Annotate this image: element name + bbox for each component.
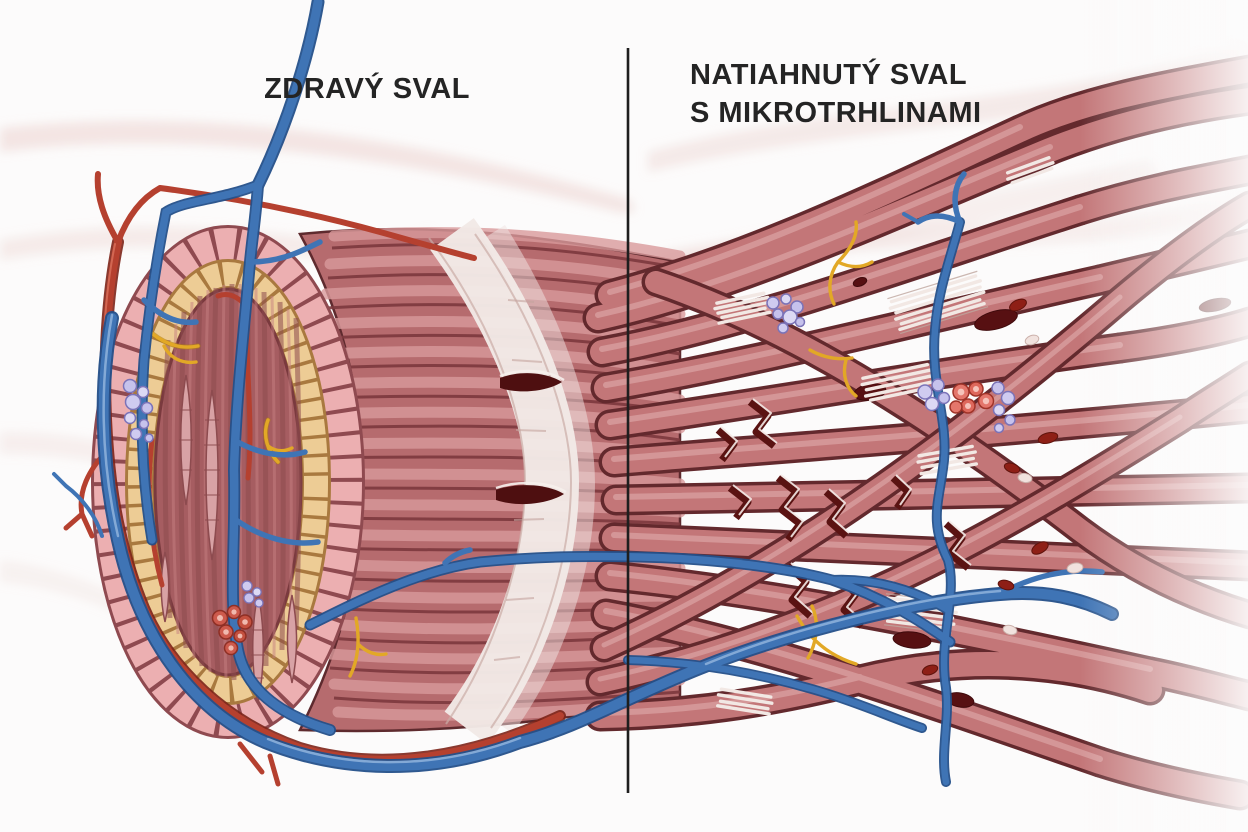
right-panel-title-line2: S MIKROTRHLINAMI [690,97,982,129]
veins [52,0,1119,787]
scattered-red-blood-cells [921,298,1059,676]
vein-highlight [102,313,1002,764]
vein-bodies [52,0,1117,786]
immune-cell-cluster-a [766,293,806,334]
band-microtears [495,369,567,505]
right-fade-overlay [1080,0,1248,832]
pale-cells [1002,334,1084,636]
muscle-spindles [160,374,298,704]
immune-blood-cluster-b [917,378,1016,434]
blood-cell-cluster-left [211,580,264,656]
tear-zigzags [715,398,972,629]
left-panel-title: ZDRAVÝ SVAL [264,73,470,105]
cell-clusters [122,293,1084,676]
healthy-muscle-belly [297,218,686,745]
fat-cell-cluster-left [122,378,154,443]
right-panel-title-line1: NATIAHNUTÝ SVAL [690,59,968,91]
right-panel-title: NATIAHNUTÝ SVAL S MIKROTRHLINAMI [690,56,982,132]
